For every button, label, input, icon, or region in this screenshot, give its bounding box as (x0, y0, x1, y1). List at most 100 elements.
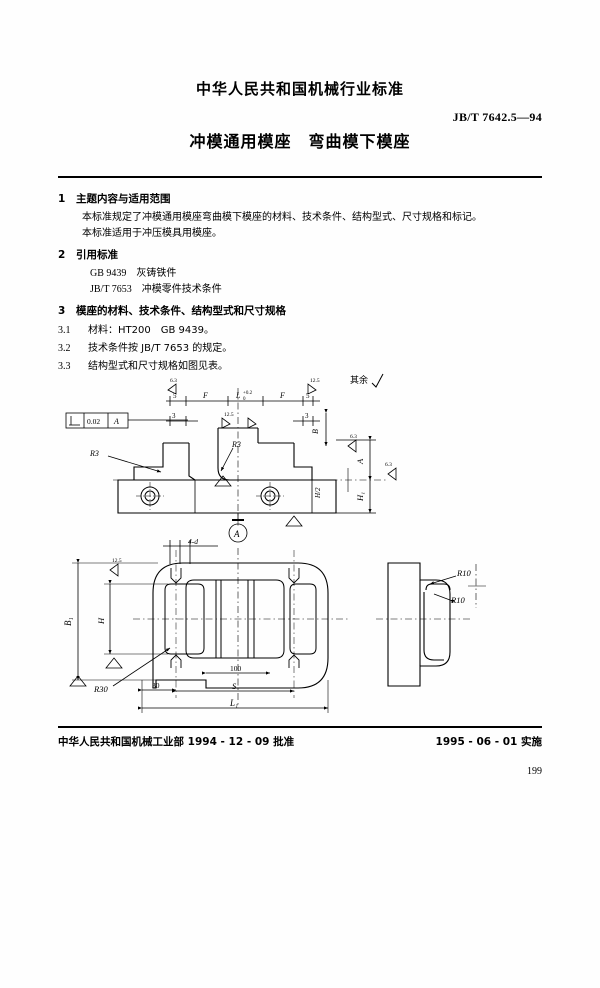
approval-statement: 中华人民共和国机械工业部 1994 - 12 - 09 批准 (58, 736, 295, 748)
general-note-label: 其余 (350, 374, 368, 386)
dim-30-label: 30 (152, 681, 160, 690)
surface-finish-value-3: 12.5 (224, 412, 234, 418)
datum-feature-symbol-a: A (228, 513, 248, 543)
dim-A-label: A (355, 458, 365, 465)
radius-r3-center-callout: R3 (220, 440, 241, 472)
subclause-3-2-number: 3.2 (58, 343, 71, 354)
clause-3-title: 模座的材料、技术条件、结构型式和尺寸规格 (76, 305, 286, 317)
dim-H2-label: H/2 (314, 487, 322, 499)
subclause-3-3: 3.3 结构型式和尺寸规格如图见表。 (58, 358, 548, 375)
geometric-tolerance-frame: 0.02 A (65, 412, 188, 429)
front-right-dimensions: B A H₁ H/2 (311, 409, 376, 514)
radius-r10-inner-callout: R10 (433, 593, 465, 605)
subclause-3-1-number: 3.1 (58, 325, 71, 336)
dim-5-right: 5 (306, 392, 310, 400)
hole-callout-4-d: 4-d (163, 537, 218, 564)
dim-H1-label: H₁ (355, 492, 365, 502)
radius-r3-center-label: R3 (231, 440, 241, 449)
subclause-3-2-text: 技术条件按 JB/T 7653 的规定。 (88, 343, 233, 354)
datum-letter: A (233, 529, 240, 539)
subclause-3-3-text: 结构型式和尺寸规格如图见表。 (88, 361, 228, 372)
dim-S-label: S (232, 681, 237, 691)
clause-2-number: 2 (58, 249, 66, 261)
front-elevation-outline (117, 427, 337, 514)
clause-2-heading: 2 引用标准 (58, 247, 548, 264)
dim-100-label: 100 (230, 664, 242, 673)
subclause-3-1-text: 材料：HT200 GB 9439。 (88, 325, 214, 336)
dim-3-right: 3 (305, 412, 309, 420)
page-number: 199 (527, 766, 542, 777)
surface-finish-value-4: 6.3 (350, 434, 357, 440)
subclause-3-1: 3.1 材料：HT200 GB 9439。 (58, 322, 548, 339)
clause-1-heading: 1 主题内容与适用范围 (58, 191, 548, 208)
tolerance-value: 0.02 (87, 417, 100, 426)
dim-F-right: F (279, 391, 285, 400)
dim-L-lower-tolerance: 0 (243, 397, 246, 402)
clause-1-title: 主题内容与适用范围 (76, 193, 171, 205)
issuing-organization: 中华人民共和国机械行业标准 (195, 80, 404, 98)
surface-finish-symbol-7: 6.3 (347, 434, 357, 453)
footer-divider (58, 726, 542, 728)
radius-r3-left-label: R3 (89, 449, 99, 458)
subclause-3-3-number: 3.3 (58, 361, 71, 372)
clause-1-number: 1 (58, 193, 66, 205)
plan-dimension-B1: B₁ (63, 559, 158, 681)
radius-r10-inner-label: R10 (450, 595, 465, 605)
clause-1-paragraph-1: 本标准规定了冲模通用模座弯曲模下模座的材料、技术条件、结构型式、尺寸规格和标记。 (82, 212, 482, 223)
dim-L: L (235, 391, 241, 400)
plan-view-outline (152, 562, 329, 689)
radius-r10-outer-label: R10 (456, 568, 471, 578)
surface-finish-value-1: 6.3 (170, 378, 177, 384)
radius-r3-left-callout: R3 (89, 449, 162, 473)
surface-finish-symbol-10 (69, 675, 87, 687)
dim-B-label: B (311, 429, 320, 434)
dim-3-left: 3 (172, 412, 176, 420)
perpendicularity-icon (69, 416, 80, 426)
implementation-date: 1995 - 06 - 01 实施 (435, 736, 542, 748)
radius-r10-outer-callout: R10 (429, 568, 471, 585)
radius-r30-callout: R30 (93, 647, 171, 694)
dim-B1-label: B₁ (63, 617, 73, 626)
side-view-outline (387, 562, 451, 687)
surface-finish-value-5: 6.3 (385, 462, 392, 468)
plan-dimension-H: H (96, 580, 168, 655)
surface-finish-symbol-5 (285, 515, 303, 527)
front-mounting-hole-right (256, 482, 284, 510)
plan-left-slot (164, 583, 205, 655)
subclause-3-2: 3.2 技术条件按 JB/T 7653 的规定。 (58, 340, 548, 357)
radius-r30-label: R30 (93, 684, 108, 694)
surface-finish-symbol-1: 6.3 (167, 378, 177, 395)
surface-finish-symbol-2: 12.5 (307, 378, 320, 395)
dim-H-label: H (96, 617, 106, 625)
standard-number: JB/T 7642.5—94 (452, 110, 542, 124)
document-body: 1 主题内容与适用范围 本标准规定了冲模通用模座弯曲模下模座的材料、技术条件、结构… (58, 186, 548, 375)
tolerance-datum: A (113, 417, 119, 426)
page-title: 冲模通用模座 弯曲模下模座 (189, 132, 411, 151)
general-surface-note: 其余 (350, 373, 384, 388)
clause-3-heading: 3 模座的材料、技术条件、结构型式和尺寸规格 (58, 303, 548, 320)
document-header: 中华人民共和国机械行业标准 (0, 78, 600, 99)
header-divider (58, 176, 542, 178)
surface-finish-symbol-9 (105, 657, 123, 669)
dim-F-left: F (202, 391, 208, 400)
surface-finish-symbol-11: 12.5 (109, 558, 122, 577)
reference-jbt-7653: JB/T 7653 冲模零件技术条件 (90, 284, 222, 295)
dim-5-left: 5 (173, 392, 177, 400)
clause-3-number: 3 (58, 305, 66, 317)
engineering-drawing: 其余 0.02 A (58, 368, 542, 718)
surface-finish-symbol-3: 12.5 (221, 412, 234, 429)
surface-finish-symbol-4 (247, 417, 257, 429)
front-top-dimension-chain: 5 F L +0.2 0 F 5 (166, 391, 320, 406)
clause-1-paragraph-2: 本标准适用于冲压模具用模座。 (82, 228, 222, 239)
clause-2-title: 引用标准 (76, 249, 118, 261)
surface-finish-value-2: 12.5 (310, 378, 320, 384)
dim-L1-label: L₁ (229, 698, 238, 708)
surface-finish-symbol-8: 6.3 (385, 462, 397, 481)
dim-L-upper-tolerance: +0.2 (243, 391, 253, 396)
surface-finish-symbol-6 (214, 475, 232, 487)
hole-callout-label: 4-d (188, 537, 198, 546)
front-mounting-hole-left (136, 482, 164, 510)
reference-gb-9439: GB 9439 灰铸铁件 (90, 268, 177, 279)
front-second-dimension-row: 3 3 (166, 412, 320, 426)
